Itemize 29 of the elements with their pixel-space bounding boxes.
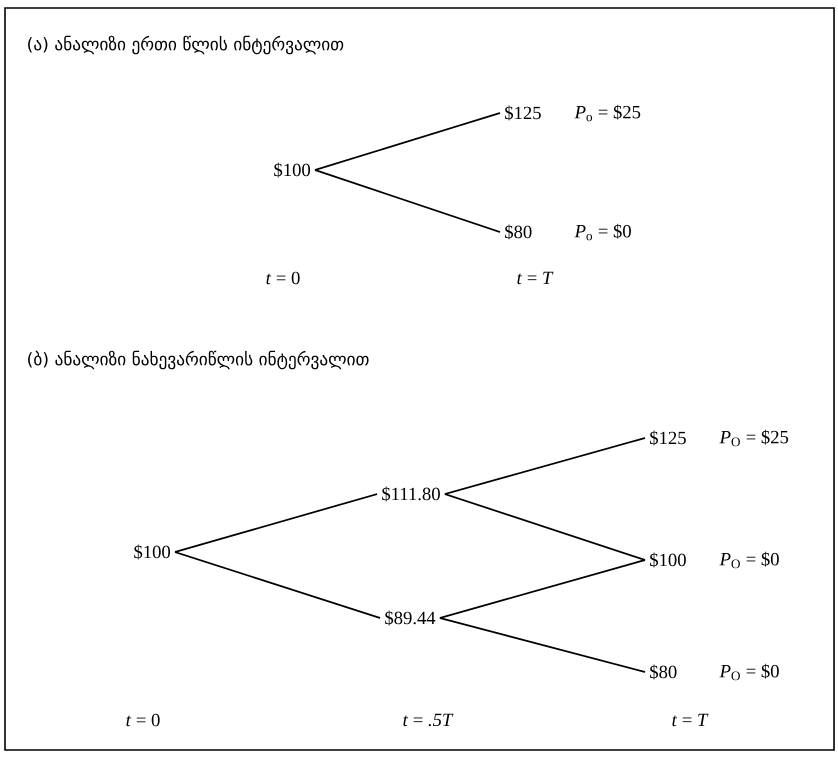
value-label: $80 (505, 224, 532, 240)
time-label: t = T (672, 714, 708, 726)
time-label: t = .5T (403, 714, 454, 726)
payoff-label: P$_{o}$ = $0 (574, 224, 631, 240)
branch-line (314, 169, 500, 233)
value-label: $100 (134, 544, 170, 560)
branch-line (174, 551, 380, 619)
value-label: $125 (505, 106, 541, 120)
branch-line (440, 617, 646, 673)
branch-line (440, 559, 646, 619)
time-label: t = 0 (126, 714, 160, 726)
payoff-label: P$_{O}$ = $25 (720, 430, 788, 446)
branch-line (174, 493, 378, 553)
value-label: $100 (274, 162, 310, 178)
value-label: $89.44 (385, 610, 436, 626)
payoff-label: P$_{O}$ = $0 (720, 664, 779, 680)
value-label: $100 (650, 552, 686, 568)
payoff-label: P$_{o}$ = $25 (574, 104, 640, 122)
value-label: $111.80 (382, 486, 440, 502)
payoff-label: P$_{O}$ = $0 (720, 552, 779, 568)
value-label: $80 (650, 664, 676, 680)
panel-heading: (ბ) ანალიზი ნახევარიწლის ინტერვალით (28, 350, 369, 370)
branch-line (444, 437, 646, 495)
value-label: $125 (650, 430, 686, 446)
time-label: t = 0 (266, 272, 300, 284)
time-label: t = T (517, 272, 554, 284)
branch-line (314, 112, 500, 171)
panel-heading: (ა) ანალიზი ერთი წლის ინტერვალით (28, 36, 344, 54)
branch-line (444, 493, 646, 561)
